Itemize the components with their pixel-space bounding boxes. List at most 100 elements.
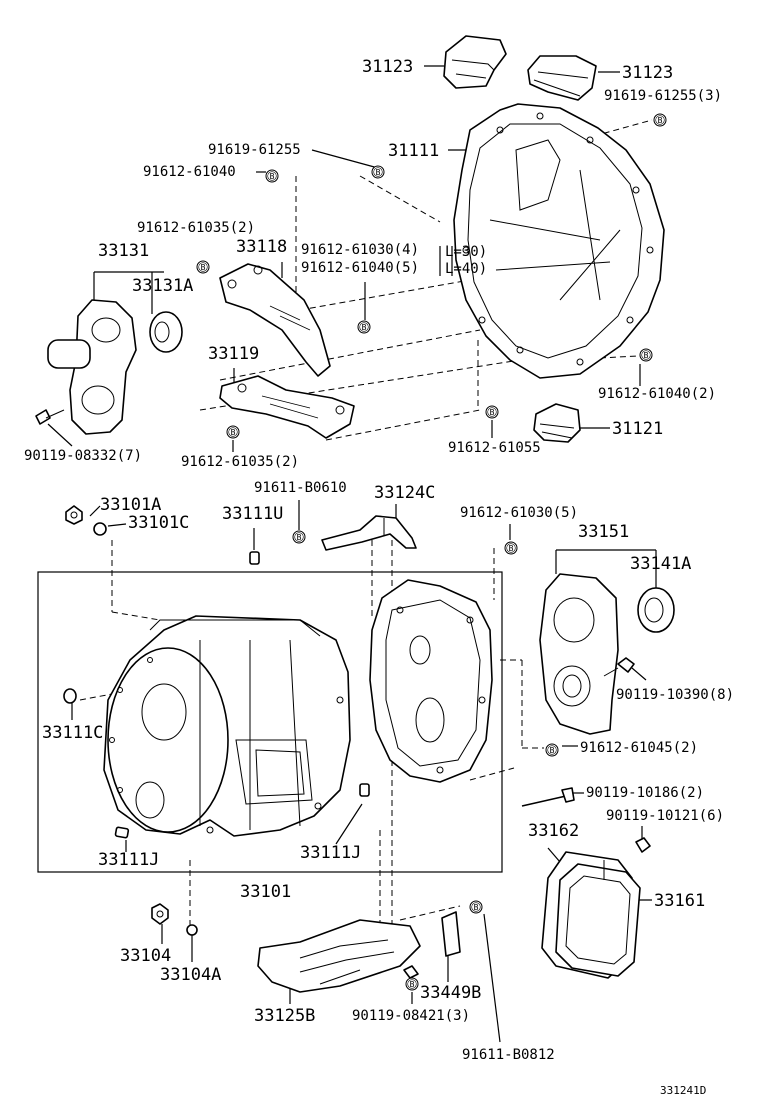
part-label-l42: 33125B <box>254 1006 315 1026</box>
bolt-marker-icon: B <box>357 320 371 334</box>
bolt-marker-inner <box>471 902 481 912</box>
bolt-marker-letter: B <box>490 408 495 417</box>
part-label-l41: 33449B <box>420 983 481 1003</box>
bracket-33118 <box>219 263 331 377</box>
part-label-l23: 33101A <box>100 495 161 515</box>
bolt-marker-icon: B <box>196 260 210 274</box>
retainer-33131 <box>47 299 137 435</box>
part-label-l34: 33162 <box>528 821 579 841</box>
part-label-l32: 90119-10186(2) <box>586 785 704 801</box>
part-label-l31: 91612-61045(2) <box>580 740 698 756</box>
bolt-marker-letter: B <box>297 533 302 542</box>
part-label-l27: 33151 <box>578 522 629 542</box>
bolt-marker-icon: B <box>265 169 279 183</box>
pin-33111J-right <box>359 783 370 797</box>
part-label-l07: 91612-61035(2) <box>137 220 255 236</box>
bolt-marker-inner <box>487 407 497 417</box>
bolt-marker-group: B B B B B B B B B B B B B <box>196 113 667 991</box>
part-label-l17: 31121 <box>612 419 663 439</box>
bolt-marker-letter: B <box>362 323 367 332</box>
bolt-marker-icon: B <box>405 977 419 991</box>
part-label-l01: 31123 <box>362 57 413 77</box>
bolt-90119-08332 <box>35 409 65 425</box>
part-label-l43: 90119-08421(3) <box>352 1008 470 1024</box>
shift-plate-33125B <box>257 919 421 993</box>
part-label-l15: 33119 <box>208 344 259 364</box>
part-label-l29: 90119-10390(8) <box>616 687 734 703</box>
part-label-l33: 90119-10121(6) <box>606 808 724 824</box>
bracket-33119 <box>219 375 355 439</box>
bolt-marker-inner <box>655 115 665 125</box>
part-label-l25: 91612-61030(5) <box>460 505 578 521</box>
part-label-l08: 33118 <box>236 237 287 257</box>
bolt-marker-letter: B <box>644 351 649 360</box>
oil-seal-33141A <box>637 587 675 633</box>
plug-33104 <box>151 903 169 925</box>
lever-33124C <box>321 515 417 551</box>
part-label-l24: 33111U <box>222 504 283 524</box>
clutch-housing-31111 <box>453 103 665 379</box>
part-label-l10: 91612-61030(4) <box>301 242 419 258</box>
part-label-l03: 91619-61255(3) <box>604 88 722 104</box>
part-label-l09: 33131 <box>98 241 149 261</box>
bolt-marker-icon: B <box>653 113 667 127</box>
oil-seal-33131A <box>149 311 183 353</box>
bolt-marker-letter: B <box>509 544 514 553</box>
bolt-marker-inner <box>547 745 557 755</box>
pin-33111J-left <box>114 826 130 839</box>
case-group-frame <box>37 571 503 873</box>
bolt-marker-letter: B <box>270 172 275 181</box>
part-label-l30: 33111C <box>42 723 103 743</box>
part-label-l06: 91612-61040 <box>143 164 236 180</box>
plug-33111C <box>63 688 77 704</box>
part-label-l35: 33111J <box>300 843 361 863</box>
part-label-l22: 33124C <box>374 483 435 503</box>
bolt-marker-letter: B <box>376 168 381 177</box>
bolt-90119-10390 <box>603 657 635 677</box>
bolt-marker-inner <box>294 532 304 542</box>
part-label-l40: 33104A <box>160 965 221 985</box>
bolt-marker-inner <box>641 350 651 360</box>
part-label-l39: 33104 <box>120 946 171 966</box>
part-label-l20: 91612-61055 <box>448 440 541 456</box>
bolt-marker-inner <box>228 427 238 437</box>
bolt-marker-inner <box>506 543 516 553</box>
bolt-marker-inner <box>407 979 417 989</box>
part-label-l12: 91612-61040(5) <box>301 260 419 276</box>
part-label-l36: 33111J <box>98 850 159 870</box>
bolt-90119-10121 <box>635 837 651 853</box>
part-label-l38: 33161 <box>654 891 705 911</box>
bolt-marker-letter: B <box>410 980 415 989</box>
part-label-l28: 33141A <box>630 554 691 574</box>
bolt-marker-inner <box>359 322 369 332</box>
bolt-marker-icon: B <box>371 165 385 179</box>
bolt-marker-icon: B <box>226 425 240 439</box>
part-label-l16: 91612-61040(2) <box>598 386 716 402</box>
bolt-marker-letter: B <box>201 263 206 272</box>
bolt-marker-icon: B <box>292 530 306 544</box>
bolt-marker-letter: B <box>231 428 236 437</box>
part-label-l13: L=40) <box>445 261 487 277</box>
transmission-case-front <box>103 615 351 837</box>
part-label-l05: 31111 <box>388 141 439 161</box>
bolt-marker-letter: B <box>474 903 479 912</box>
part-label-l04: 91619-61255 <box>208 142 301 158</box>
gasket-33104A <box>186 924 198 936</box>
diagram-reference-code: 331241D <box>660 1084 706 1097</box>
part-label-l37: 33101 <box>240 882 291 902</box>
part-label-l18: 90119-08332(7) <box>24 448 142 464</box>
cover-33161 <box>555 860 641 977</box>
bolt-marker-inner <box>267 171 277 181</box>
part-label-l21: 91611-B0610 <box>254 480 347 496</box>
bolt-marker-icon: B <box>545 743 559 757</box>
bolt-marker-icon: B <box>504 541 518 555</box>
seal-31121 <box>533 403 581 443</box>
extension-housing-33151 <box>539 573 619 735</box>
bolt-marker-letter: B <box>550 746 555 755</box>
bolt-marker-letter: B <box>658 116 663 125</box>
plug-33101A <box>65 505 83 525</box>
bolt-marker-icon: B <box>485 405 499 419</box>
part-label-l11: L=30) <box>445 244 487 260</box>
